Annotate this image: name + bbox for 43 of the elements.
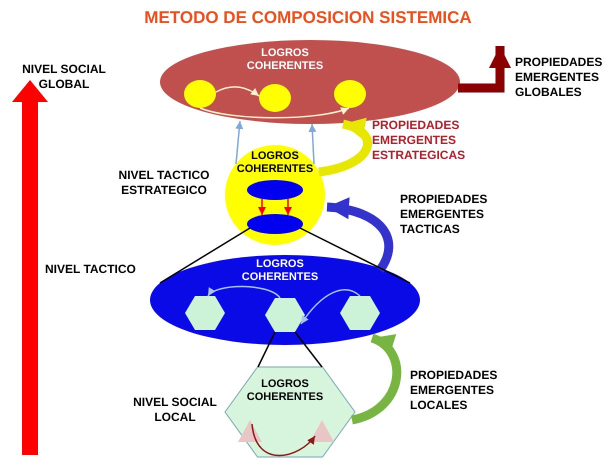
level-label: PROPIEDADES EMERGENTES TACTICAS: [400, 192, 488, 237]
achievement-triangle: [238, 420, 262, 442]
tactical-level-ellipse: [150, 255, 420, 345]
arrow: [300, 289, 360, 324]
inner-ellipse: [247, 214, 303, 234]
level-label: NIVEL TACTICO ESTRATEGICO: [118, 168, 210, 198]
node-label: LOGROS COHERENTES: [240, 258, 320, 284]
arrow: [318, 119, 372, 176]
arrow: [458, 46, 511, 92]
level-label: PROPIEDADES EMERGENTES ESTRATEGICAS: [372, 118, 466, 163]
arrow: [326, 198, 394, 272]
achievement-hexagon: [185, 296, 225, 330]
inner-ellipse: [247, 180, 303, 200]
achievement-circle: [184, 80, 216, 108]
strategic-level-circle: [225, 145, 325, 245]
arrow: [308, 124, 316, 164]
node-label: LOGROS COHERENTES: [246, 47, 324, 73]
title: METODO DE COMPOSICION SISTEMICA: [143, 8, 473, 28]
arrow: [207, 286, 281, 299]
achievement-circle: [259, 84, 291, 112]
level-label: NIVEL SOCIAL GLOBAL: [21, 62, 107, 92]
connector-line: [257, 332, 276, 368]
arrow: [235, 120, 244, 164]
achievement-triangle: [310, 420, 334, 442]
connector-line: [300, 227, 410, 284]
local-level-hexagon: [225, 367, 355, 457]
arrow: [284, 199, 292, 215]
level-label: NIVEL TACTICO: [45, 262, 137, 277]
connector-line: [160, 227, 250, 284]
node-label: LOGROS COHERENTES: [236, 150, 314, 176]
connector-line: [294, 332, 323, 368]
achievement-hexagon: [265, 298, 305, 332]
achievement-circle: [334, 80, 366, 108]
arrow: [251, 424, 316, 456]
node-label: LOGROS COHERENTES: [246, 378, 324, 404]
level-label: PROPIEDADES EMERGENTES LOCALES: [410, 368, 498, 413]
arrow: [216, 86, 260, 97]
level-label: NIVEL SOCIAL LOCAL: [132, 395, 218, 425]
arrow: [200, 106, 350, 118]
arrow: [258, 199, 266, 215]
level-label: PROPIEDADES EMERGENTES GLOBALES: [515, 55, 604, 100]
arrow: [350, 334, 402, 424]
achievement-hexagon: [340, 296, 380, 330]
